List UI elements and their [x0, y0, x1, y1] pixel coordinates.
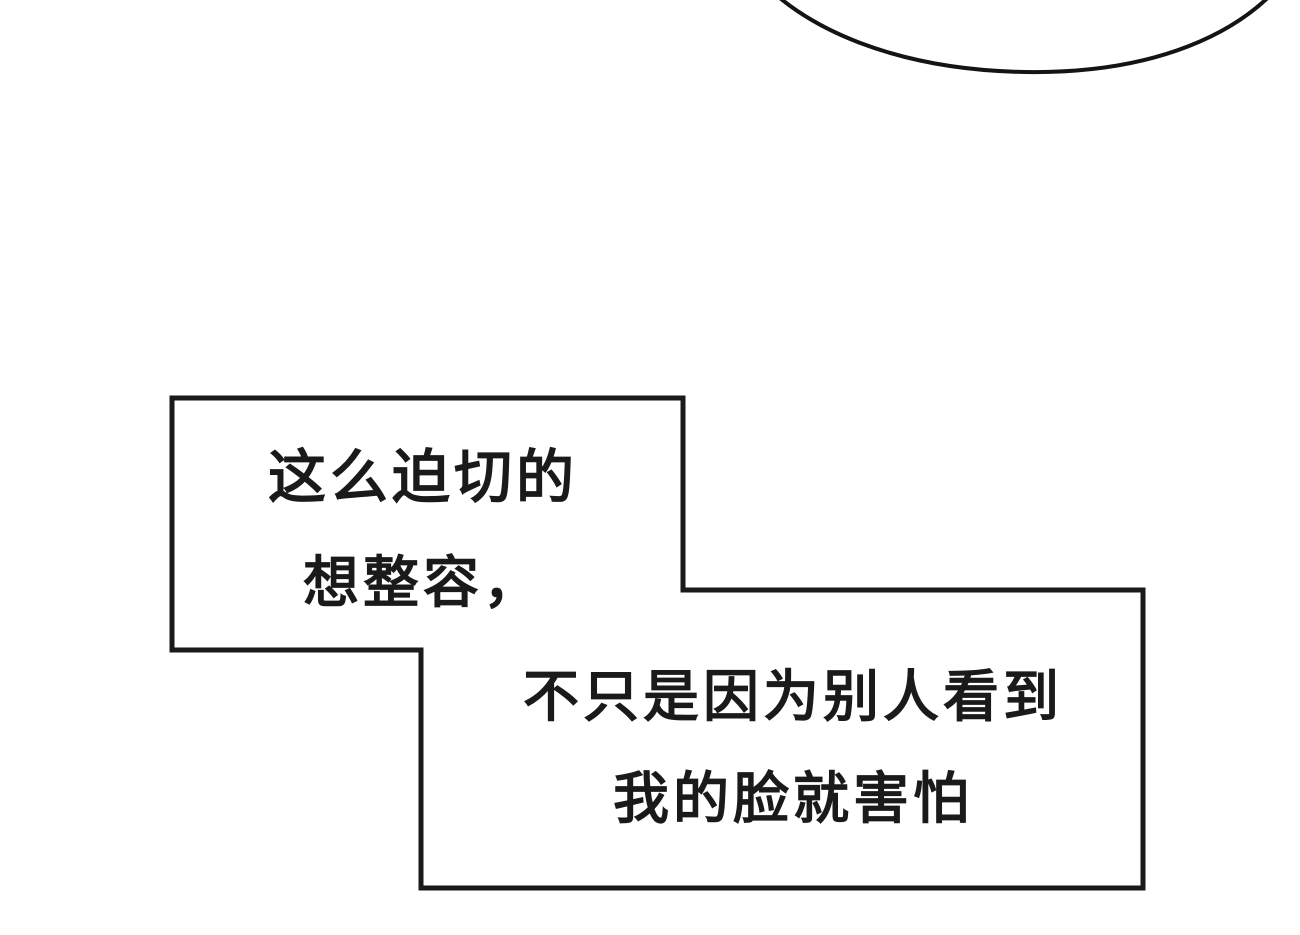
character-head-outline-arc — [779, 0, 1269, 75]
speech-bubble-outline — [169, 395, 1146, 891]
